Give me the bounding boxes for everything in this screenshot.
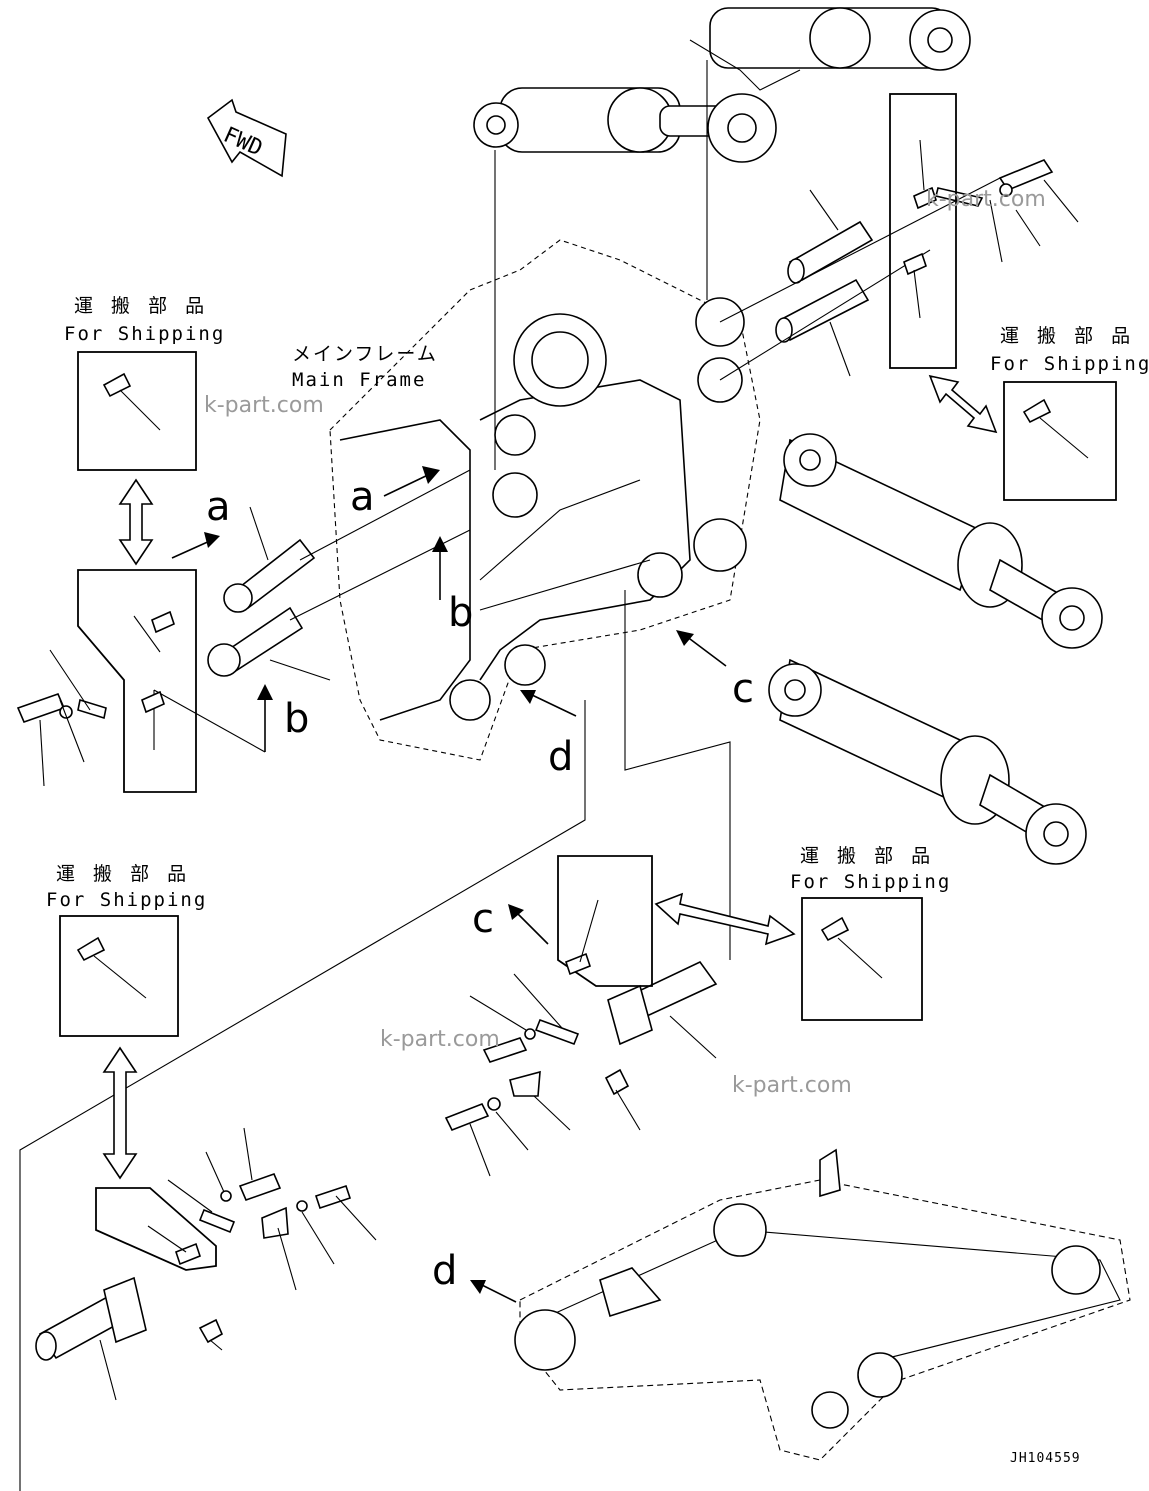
shipping-box-lower-right: 運 搬 部 品 For Shipping: [790, 845, 951, 1021]
watermark: k-part.com: [204, 393, 324, 418]
boom-arm: [514, 1148, 1131, 1461]
double-arrow-lower-left: [102, 1046, 138, 1180]
watermarks: k-part.com k-part.com k-part.com k-part.…: [204, 187, 1046, 1098]
shipping-label-jp: 運 搬 部 品: [1000, 325, 1136, 347]
cylinder-top-lower: [473, 87, 777, 163]
main-frame: [329, 239, 761, 761]
shipping-label-en: For Shipping: [990, 353, 1149, 375]
shipping-label-en: For Shipping: [790, 871, 951, 893]
shipping-label-en: For Shipping: [46, 889, 207, 911]
callout-letters: a a b b c c d d: [206, 474, 754, 1294]
callout-c: c: [472, 896, 494, 942]
watermark: k-part.com: [380, 1027, 500, 1052]
fwd-arrow: FWD: [206, 98, 287, 178]
main-frame-label-en: Main Frame: [292, 369, 426, 391]
pin-lower-middle: [607, 960, 718, 1046]
pin-lower-left: [35, 1276, 147, 1361]
leader-lines: [19, 60, 1079, 1491]
double-arrow-left: [118, 478, 154, 566]
watermark: k-part.com: [732, 1073, 852, 1098]
pin-left-lower: [207, 606, 304, 677]
shipping-label-jp: 運 搬 部 品: [56, 863, 192, 885]
lock-box-lower-left: [95, 1187, 217, 1271]
cylinder-right-lower: [768, 658, 1087, 865]
pin-upper-right-1: [787, 220, 874, 284]
fwd-label: FWD: [220, 123, 266, 162]
callout-a: a: [206, 484, 231, 530]
shipping-label-jp: 運 搬 部 品: [74, 295, 210, 317]
bolt-upper-right: [935, 159, 1054, 207]
shipping-box-top-right: 運 搬 部 品 For Shipping: [990, 325, 1149, 501]
cylinder-right-upper: [779, 433, 1103, 649]
main-frame-label: メインフレーム Main Frame: [292, 343, 438, 391]
callout-b: b: [448, 590, 473, 636]
drawing-code: JH104559: [1010, 1451, 1081, 1466]
shipping-box-top-left: 運 搬 部 品 For Shipping: [64, 295, 225, 471]
bolt-lower-middle-2: [444, 1068, 630, 1132]
callout-a: a: [350, 474, 375, 520]
cylinder-top-upper: [689, 7, 971, 91]
double-arrow-lower-middle: [654, 892, 796, 946]
lock-box-lower-middle: [557, 855, 653, 987]
lock-box-left: [77, 569, 197, 793]
direction-arrows: [171, 466, 727, 1303]
callout-b: b: [284, 696, 309, 742]
shipping-label-en: For Shipping: [64, 323, 225, 345]
callout-d: d: [432, 1248, 457, 1294]
callout-c: c: [732, 666, 754, 712]
bolt-lower-middle-1: [482, 1018, 580, 1063]
main-frame-label-jp: メインフレーム: [292, 343, 438, 365]
pin-upper-right-2: [775, 278, 870, 343]
bolt-lower-left: [198, 1172, 352, 1344]
bolt-left: [16, 692, 107, 724]
double-arrow-top-right: [928, 374, 998, 434]
watermark: k-part.com: [926, 187, 1046, 212]
pin-left-upper: [223, 538, 316, 613]
callout-d: d: [548, 734, 573, 780]
shipping-box-lower-left: 運 搬 部 品 For Shipping: [46, 863, 207, 1037]
shipping-label-jp: 運 搬 部 品: [800, 845, 936, 867]
lock-box-top-right: [889, 93, 957, 369]
